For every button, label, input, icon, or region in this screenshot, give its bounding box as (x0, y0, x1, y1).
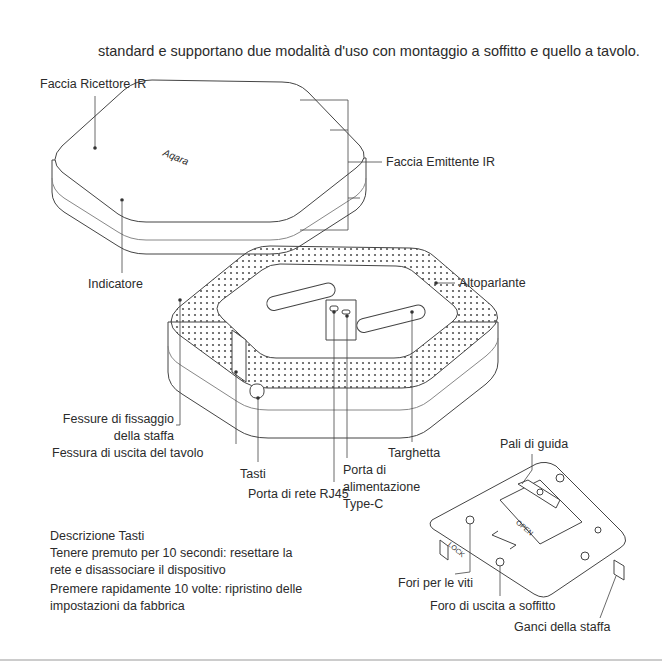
note-text: Premere rapidamente 10 volte: ripristino… (50, 581, 312, 615)
part-label: Fessure di fissaggio della staffa (48, 411, 174, 445)
part-label: Porta di alimentazione Type-C (343, 462, 429, 513)
intro-text: standard e supportano due modalità d'uso… (98, 42, 658, 62)
part-label: Faccia Ricettore IR (40, 76, 146, 93)
part-label: Altoparlante (459, 275, 526, 292)
part-label: Ganci della staffa (514, 619, 610, 636)
part-label: Pali di guida (500, 436, 568, 453)
part-label: Foro di uscita a soffitto (430, 598, 556, 615)
part-label: Targhetta (388, 445, 440, 462)
part-label: Faccia Emittente IR (386, 154, 495, 171)
part-label: Fori per le viti (398, 575, 473, 592)
section-heading: Descrizione Tasti (50, 528, 144, 545)
part-label: Tasti (240, 466, 266, 483)
part-label: Porta di rete RJ45 (248, 486, 349, 503)
part-label: Indicatore (88, 276, 143, 293)
note-text: Tenere premuto per 10 secondi: resettare… (50, 545, 312, 579)
part-label: Fessura di uscita del tavolo (52, 445, 203, 462)
